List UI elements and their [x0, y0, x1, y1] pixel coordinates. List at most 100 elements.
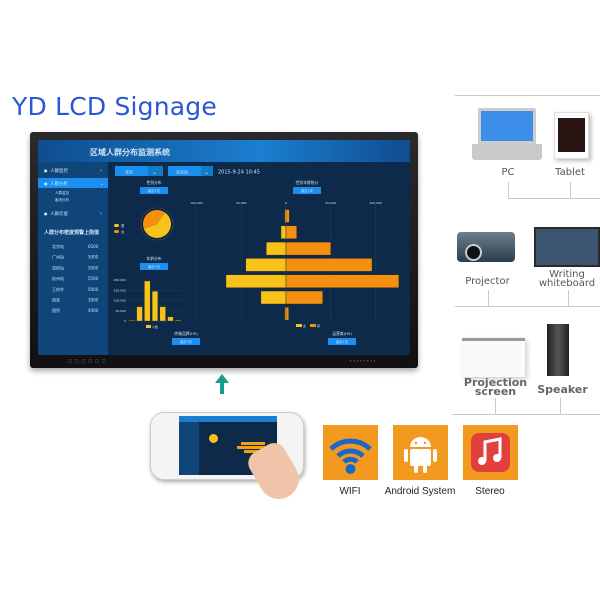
station-name: 国贸 [52, 307, 60, 313]
panel-title-gender: 性别分布 [146, 180, 161, 185]
legend-swatch [114, 224, 119, 227]
chevron-down-icon[interactable] [148, 166, 163, 176]
device-label-whiteboard: Writing whiteboard [538, 269, 596, 289]
connector-line [452, 414, 600, 415]
x-tick-label: 0 [285, 201, 287, 205]
panel-title-bottom_left: 终端品牌(H5) [174, 331, 198, 336]
y-tick-label: 100,000 [114, 299, 126, 303]
pyramid-bar-right [285, 258, 373, 272]
brand-title: YD LCD Signage [12, 92, 217, 121]
sidebar [38, 162, 108, 355]
pyramid-bar-left [284, 209, 287, 223]
station-value: 6500 [88, 244, 99, 249]
arrow-up-icon [215, 374, 229, 383]
music-note-icon [463, 425, 518, 480]
station-select-value: 北京站 [176, 169, 188, 175]
x-tick-label: 50,000 [326, 201, 337, 205]
pie-slice [143, 212, 171, 238]
station-name: 王府井 [52, 286, 64, 292]
divider [455, 95, 600, 96]
panel-button-label[interactable]: 最近1天 [336, 339, 349, 344]
panel-button-gender_age[interactable] [293, 187, 321, 194]
eye-icon: ● [44, 168, 48, 173]
chevron-icon: › [100, 168, 102, 174]
pie-slice [142, 209, 165, 229]
pyramid-bar-left [245, 258, 287, 272]
person-icon: ● [44, 211, 48, 216]
android-icon [393, 425, 448, 480]
age-bar [159, 306, 166, 322]
station-select[interactable] [168, 166, 201, 176]
tablet-icon [554, 112, 589, 159]
dashboard-canvas: 区域人群分布监测系统 ●人群监控›●人群分析⌄●人群迁徙›人群监控客流分析人群分… [38, 140, 410, 355]
legend-label: 女 [121, 229, 125, 234]
station-value: 4000 [88, 308, 99, 313]
legend-swatch [296, 324, 302, 327]
y-tick-label: 0 [124, 319, 126, 323]
smartphone [150, 412, 304, 480]
pyramid-bar-right [285, 225, 297, 240]
y-tick-label: 200,000 [114, 278, 126, 282]
feature-label-android: Android System [384, 486, 456, 497]
legend-swatch [310, 324, 316, 327]
feature-label-stereo: Stereo [475, 486, 505, 497]
age-bar [144, 280, 151, 322]
station-value: 5000 [88, 287, 99, 292]
threshold-heading: 人群分布密度预警上限值 [43, 229, 99, 236]
chevron-icon: › [100, 211, 102, 217]
bezel-indicators: ▪▪▪▪▪▪▪▪ [350, 358, 378, 363]
dashboard-screen: 区域人群分布监测系统 ●人群监控›●人群分析⌄●人群迁徙›人群监控客流分析人群分… [38, 140, 410, 355]
chevron-down-icon: ⌄ [152, 169, 157, 176]
age-bar [136, 306, 143, 322]
chevron-down-icon: ⌄ [204, 169, 209, 176]
speaker-icon [547, 324, 569, 376]
sidebar-item-active-bg[interactable] [38, 178, 108, 188]
sidebar-item-label[interactable]: 人群分析 [50, 180, 68, 187]
panel-title-bottom_right: 运营商(H5) [332, 331, 352, 336]
city-select[interactable] [115, 166, 148, 176]
pyramid-bar-left [280, 225, 287, 240]
chevron-down-icon[interactable] [201, 166, 213, 176]
pyramid-bar-right [285, 274, 400, 288]
station-value: 5500 [88, 276, 99, 281]
panel-button-label[interactable]: 最近1天 [148, 264, 161, 269]
legend-label: 男 [317, 323, 320, 328]
sidebar-subitem[interactable]: 客流分析 [55, 197, 69, 202]
feature-label-wifi: WIFI [339, 486, 361, 497]
x-tick-label: 50,000 [236, 201, 247, 205]
legend-label: 男 [121, 223, 125, 228]
panel-button-label[interactable]: 最近1天 [148, 188, 161, 193]
device-label-projector: Projector [465, 276, 510, 287]
station-value: 5000 [88, 265, 99, 270]
panel-button-bottom_right[interactable] [328, 338, 356, 345]
legend-label: 人数 [152, 324, 158, 329]
panel-button-bottom_left[interactable] [172, 338, 200, 345]
station-name: 杭州站 [52, 275, 64, 281]
bar-chart-icon: ● [44, 181, 48, 186]
x-tick-label: 100,000 [190, 201, 202, 205]
panel-button-age[interactable] [140, 263, 168, 270]
pyramid-bar-left [225, 274, 287, 288]
sidebar-item-label[interactable]: 人群迁徙 [50, 210, 68, 217]
device-label-tablet: Tablet [555, 167, 585, 178]
age-bar [167, 316, 174, 322]
header-title: 区域人群分布监测系统 [90, 147, 170, 157]
sidebar-subitem[interactable]: 人群监控 [55, 190, 69, 195]
laptop-icon [472, 108, 542, 160]
pyramid-bar-right [285, 241, 331, 256]
projector-icon [457, 232, 515, 262]
x-tick-label: 100,000 [369, 201, 381, 205]
divider [455, 306, 600, 307]
header-bar [38, 140, 410, 162]
station-name: 广州站 [52, 254, 64, 260]
legend-swatch [114, 230, 119, 233]
station-name: 深圳站 [52, 264, 64, 270]
panel-button-gender[interactable] [140, 187, 168, 194]
station-value: 5000 [88, 255, 99, 260]
panel-button-label[interactable]: 最近1天 [301, 188, 314, 193]
sidebar-item-label[interactable]: 人群监控 [50, 167, 68, 174]
device-label-projection-screen: Projection screen [463, 376, 528, 398]
pyramid-bar-left [260, 290, 287, 305]
city-select-value: 北京 [125, 169, 133, 175]
panel-button-label[interactable]: 最近1天 [180, 339, 193, 344]
